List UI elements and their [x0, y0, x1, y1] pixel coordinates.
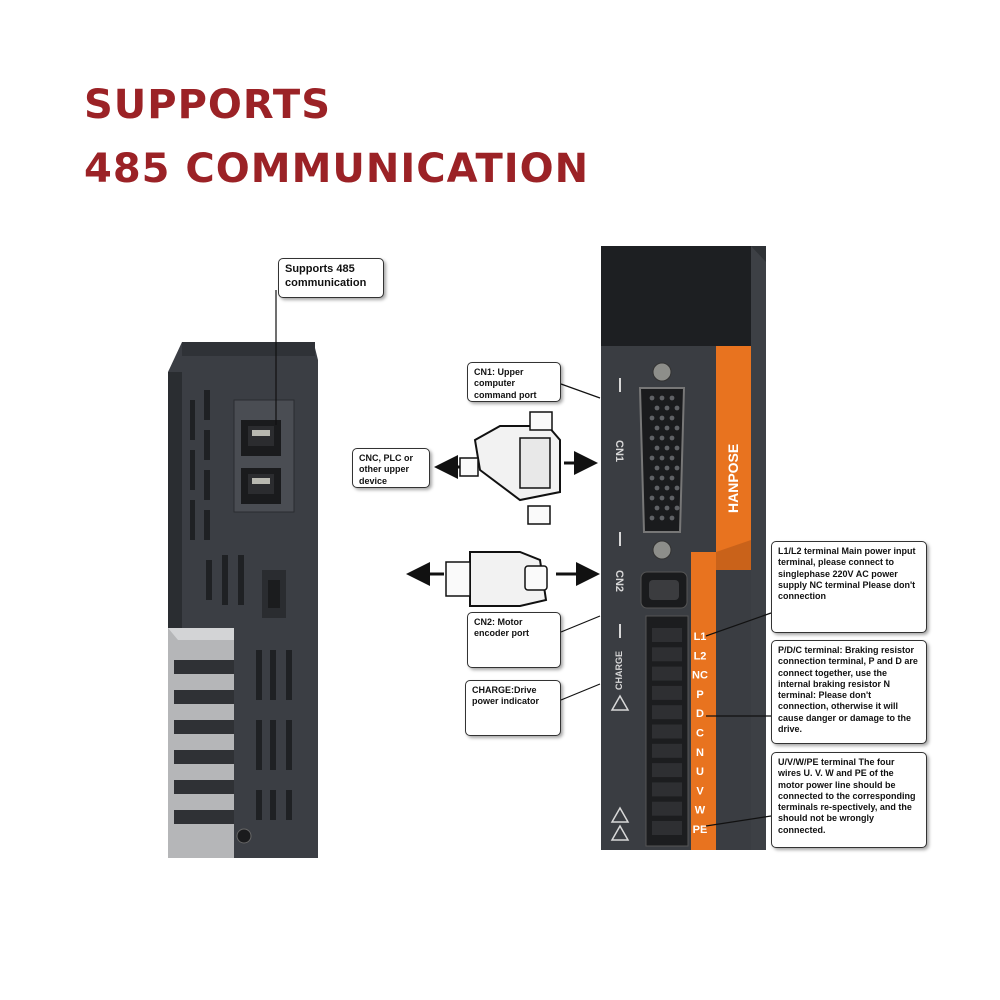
cn1-pin [659, 395, 665, 401]
cn1-pin [659, 515, 665, 521]
cn1-pin [649, 515, 655, 521]
terminal-slot [652, 821, 682, 835]
cn1-pin [649, 395, 655, 401]
callout-uvw: U/V/W/PE terminal The four wires U. V. W… [771, 752, 927, 848]
cn1-pin [669, 515, 675, 521]
rj45-port-bottom[interactable] [241, 468, 281, 504]
cn1-pin [659, 475, 665, 481]
cn2-port[interactable] [640, 571, 688, 609]
cn1-pin [654, 485, 660, 491]
cn1-pin [664, 405, 670, 411]
cn1-pin [674, 445, 680, 451]
encoder-connector-plug [445, 551, 548, 607]
terminal-label-pe: PE [693, 824, 708, 836]
cn1-pin [649, 475, 655, 481]
leader-uvw [705, 815, 772, 827]
terminal-slot [652, 763, 682, 778]
cn1-pin [669, 455, 675, 461]
cn1-pin [649, 435, 655, 441]
terminal-label-u: U [696, 766, 704, 778]
warning-icon [610, 806, 630, 823]
warning-icon [610, 824, 630, 841]
terminal-slot [652, 685, 682, 700]
cn2-label: CN2 [613, 570, 625, 592]
terminal-label-d: D [696, 708, 704, 720]
terminal-slot [652, 801, 682, 816]
terminal-label-n: N [696, 747, 704, 759]
cn1-pin [669, 435, 675, 441]
cn1-pin [654, 425, 660, 431]
terminal-slot [652, 743, 682, 758]
terminal-slot [652, 705, 682, 720]
terminal-slot [652, 647, 682, 662]
terminal-label-v: V [696, 785, 704, 797]
cn1-pin [674, 505, 680, 511]
cn1-pin [674, 425, 680, 431]
callout-cn2: CN2: Motor encoder port [467, 612, 561, 668]
cn1-pin [649, 455, 655, 461]
cn1-pin [664, 445, 670, 451]
cn1-pin [669, 475, 675, 481]
cn1-pin [664, 505, 670, 511]
cn1-pin [654, 405, 660, 411]
brand-logo: HANPOSE [725, 444, 741, 513]
charge-label: CHARGE [614, 651, 624, 690]
terminal-block[interactable] [645, 615, 689, 847]
terminal-label-nc: NC [692, 670, 708, 682]
cn1-pin [674, 465, 680, 471]
cn1-pin [674, 485, 680, 491]
cn1-pin [669, 415, 675, 421]
terminal-slot [652, 724, 682, 739]
cn1-pin [674, 405, 680, 411]
leader-l1l2 [705, 612, 772, 637]
callout-l1l2: L1/L2 terminal Main power input terminal… [771, 541, 927, 633]
terminal-label-strip [691, 552, 716, 850]
cn1-pin [649, 495, 655, 501]
headline-line-2: 485 COMMUNICATION [84, 146, 590, 192]
cn1-pin [649, 415, 655, 421]
drive-side-view [168, 342, 318, 858]
cn1-pin [664, 465, 670, 471]
terminal-slot [652, 666, 682, 681]
headline-line-1: SUPPORTS [84, 82, 332, 128]
cn1-pin [659, 455, 665, 461]
screw-icon [236, 828, 252, 844]
cn1-pin [654, 505, 660, 511]
callout-charge: CHARGE:Drive power indicator [465, 680, 561, 736]
terminal-label-p: P [696, 689, 703, 701]
db-connector-plug [459, 411, 561, 525]
cn1-pin [669, 495, 675, 501]
callout-cn1: CN1: Upper computer command port [467, 362, 561, 402]
cn1-pin [659, 495, 665, 501]
cn1-pin [664, 485, 670, 491]
terminal-label-c: C [696, 728, 704, 740]
cn1-pin [659, 435, 665, 441]
cn1-pin [659, 415, 665, 421]
heatsink [168, 628, 234, 858]
callout-pdc: P/D/C terminal: Braking resistor connect… [771, 640, 927, 744]
cn1-pin [654, 465, 660, 471]
callout-cnc: CNC, PLC or other upper device [352, 448, 430, 488]
cn1-pin [664, 425, 670, 431]
cn1-pin [654, 445, 660, 451]
leader-cn2 [560, 615, 601, 633]
leader-cn1 [560, 383, 601, 399]
terminal-slot [652, 782, 682, 797]
brand-strip [716, 346, 751, 570]
cn1-label: CN1 [613, 440, 625, 462]
terminal-slot [652, 628, 682, 642]
charge-led-icon [610, 694, 630, 711]
terminal-label-l1: L1 [694, 631, 707, 643]
cn1-port[interactable] [638, 362, 686, 560]
cn1-pin [669, 395, 675, 401]
callout-rs485: Supports 485 communication [278, 258, 384, 298]
leader-charge [560, 683, 601, 701]
terminal-label-l2: L2 [694, 650, 707, 662]
rj45-port-top[interactable] [241, 420, 281, 456]
terminal-label-w: W [695, 805, 706, 817]
